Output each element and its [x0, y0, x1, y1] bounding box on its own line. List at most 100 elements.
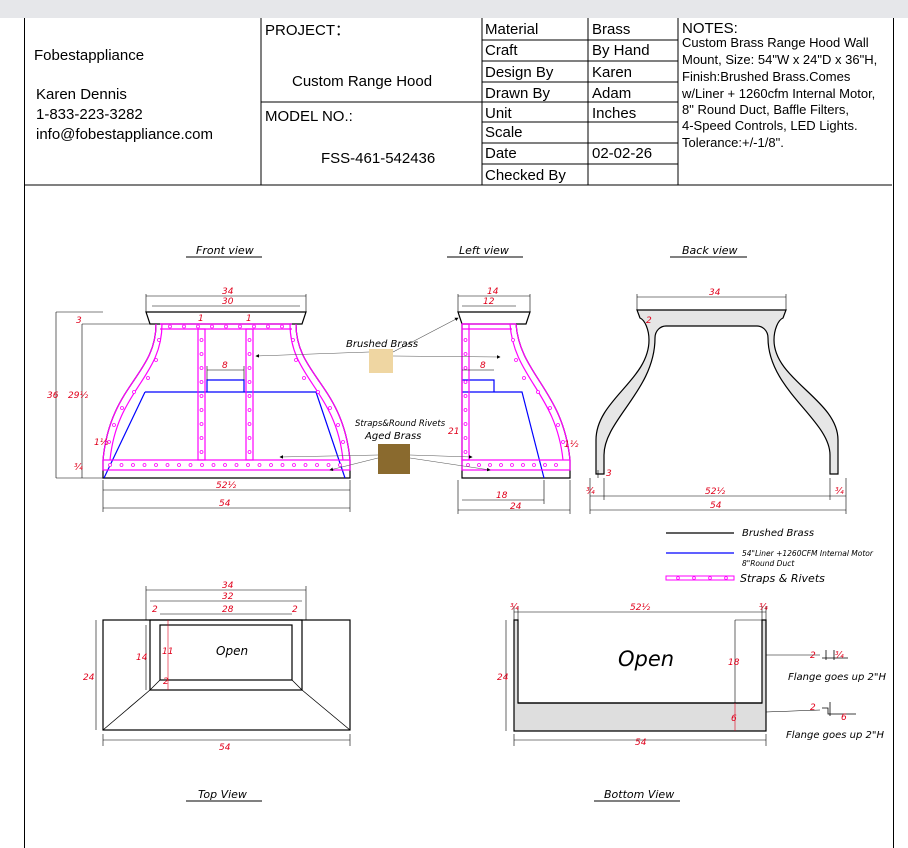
rivet	[280, 324, 284, 329]
dim: 11	[162, 647, 173, 657]
rivet	[247, 436, 252, 440]
rivet	[199, 352, 204, 356]
project-value: Custom Range Hood	[292, 73, 433, 90]
legend-label: Brushed Brass	[742, 528, 814, 539]
dim: 54	[635, 738, 647, 748]
spec-value: 02-02-26	[592, 145, 653, 162]
rivet	[199, 436, 204, 440]
rivet	[247, 380, 252, 384]
dim: 18	[728, 658, 740, 668]
rivet	[107, 440, 111, 444]
dim: ¾	[510, 603, 519, 613]
legend-label: 54"Liner +1260CFM Internal Motor	[742, 549, 874, 558]
front-view-title: Front view	[196, 244, 254, 257]
dim: 34	[222, 581, 234, 591]
rivet	[182, 324, 186, 329]
rivet	[199, 394, 204, 398]
dim: ¾	[74, 463, 83, 473]
rivet	[142, 463, 147, 467]
dim: 36	[47, 391, 59, 401]
spec-label: Drawn By	[485, 85, 551, 102]
rivet	[561, 440, 565, 444]
rivet	[341, 440, 345, 444]
left-view-title: Left view	[459, 244, 509, 257]
rivet	[120, 406, 124, 410]
rivet	[211, 463, 216, 467]
dim: 6	[841, 713, 847, 723]
rivet	[269, 463, 273, 467]
dim: 14	[487, 287, 499, 297]
rivet	[510, 463, 514, 467]
dim: 52½	[705, 487, 725, 497]
open-label-top: Open	[216, 644, 248, 658]
top-strip	[0, 0, 908, 18]
rivet	[199, 366, 204, 370]
rivet	[246, 463, 250, 467]
notes-line: 4-Speed Controls, LED Lights.	[682, 118, 858, 133]
rivet	[499, 463, 503, 467]
rivet	[146, 376, 150, 380]
rivet	[266, 324, 270, 329]
rivet	[328, 406, 332, 410]
dim: 12	[483, 297, 495, 307]
spec-value: Adam	[592, 85, 632, 102]
dim: ¾	[835, 487, 844, 497]
dim: 1½	[564, 440, 579, 450]
notes-title: NOTES:	[682, 20, 738, 37]
dim: 1½	[94, 438, 109, 448]
contact-name: Karen Dennis	[36, 86, 127, 103]
drawing-frame	[24, 18, 894, 848]
rivet	[247, 408, 252, 412]
spec-value: Karen	[592, 64, 633, 81]
dim: 14	[136, 653, 148, 663]
rivet	[238, 324, 242, 329]
dim: 54	[219, 499, 231, 509]
spec-value: Brass	[592, 21, 631, 38]
rivet	[196, 324, 200, 329]
dim: 52½	[630, 603, 650, 613]
rivet	[316, 390, 320, 394]
back-view-title: Back view	[682, 244, 738, 257]
contact-email: info@fobestappliance.com	[36, 126, 213, 143]
bottom-view: Open ¾ 52½ ¾ 24 18 6 54 2 ¾ Flange goes …	[497, 603, 887, 748]
rivet	[154, 358, 158, 362]
rivet	[548, 406, 552, 410]
brushed-brass-swatch	[369, 349, 393, 373]
rivet	[280, 463, 285, 467]
dim: 2	[292, 605, 298, 615]
dim: 1	[198, 314, 204, 324]
dim: 18	[496, 491, 508, 501]
rivet	[326, 463, 331, 467]
model-value: FSS-461-542436	[321, 150, 436, 167]
dim: 2	[810, 651, 816, 661]
rivet	[488, 463, 492, 467]
rivet	[463, 366, 468, 370]
rivet	[463, 380, 468, 384]
rivet	[247, 450, 252, 454]
dim: 32	[222, 592, 234, 602]
notes-line: 8" Round Duct, Baffle Filters,	[682, 102, 849, 117]
spec-label: Design By	[485, 64, 554, 81]
dim: 2	[152, 605, 158, 615]
legend: Brushed Brass 54"Liner +1260CFM Internal…	[665, 528, 874, 585]
rivet	[556, 423, 560, 427]
dim: 24	[83, 673, 95, 683]
contact-phone: 1-833-223-3282	[36, 106, 143, 123]
rivet	[514, 358, 518, 362]
rivet	[463, 352, 468, 356]
aged-brass-swatch	[378, 444, 410, 474]
dim: 34	[709, 288, 721, 298]
notes-line: w/Liner + 1260cfm Internal Motor,	[682, 86, 876, 101]
rivet	[463, 408, 468, 412]
spec-label: Checked By	[485, 167, 566, 184]
notes-line: Tolerance:+/-1/8".	[682, 135, 784, 150]
dim: 30	[222, 297, 234, 307]
legend-label: 8"Round Duct	[742, 559, 795, 568]
rivet	[108, 463, 112, 467]
rivet	[338, 463, 342, 467]
rivet	[302, 376, 306, 380]
rivet	[463, 436, 468, 440]
notes-line: Finish:Brushed Brass.Comes	[682, 69, 851, 84]
